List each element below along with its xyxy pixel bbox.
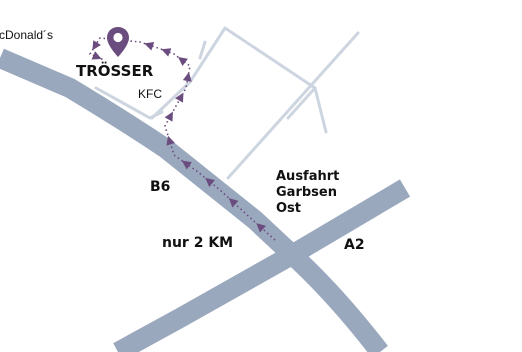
label-b6: B6 <box>150 179 171 195</box>
triangle-arrow-icon <box>175 92 184 103</box>
minor-road-parking <box>94 86 164 120</box>
label-exit-line1: Ausfahrt <box>276 169 340 184</box>
label-mcdonalds: cDonald´s <box>0 28 54 42</box>
triangle-arrow-icon <box>164 111 173 122</box>
minor-road-connector <box>286 86 317 120</box>
road-a2 <box>113 179 411 352</box>
triangle-arrow-icon <box>205 177 215 188</box>
triangle-arrow-icon <box>178 56 188 67</box>
minor-road-north <box>198 40 207 60</box>
triangle-arrow-icon <box>91 51 102 60</box>
triangle-arrow-icon <box>144 41 155 51</box>
label-store-name: TRÖSSER <box>76 62 154 80</box>
map-pin-icon[interactable] <box>106 26 130 58</box>
minor-road-east <box>150 26 328 134</box>
label-a2: A2 <box>344 237 365 253</box>
triangle-arrow-icon <box>166 135 175 146</box>
label-distance: nur 2 KM <box>162 235 234 251</box>
label-kfc: KFC <box>138 87 162 101</box>
triangle-arrow-icon <box>161 48 172 57</box>
triangle-arrow-icon <box>256 223 266 233</box>
triangle-arrow-icon <box>181 160 192 170</box>
triangle-arrow-icon <box>182 72 192 82</box>
label-exit-line2: Garbsen <box>276 185 337 200</box>
triangle-arrow-icon <box>228 198 239 208</box>
minor-roads <box>94 26 360 180</box>
label-exit-line3: Ost <box>276 201 302 216</box>
minor-road-diagonal <box>226 31 360 180</box>
triangle-arrow-icon <box>92 40 101 51</box>
